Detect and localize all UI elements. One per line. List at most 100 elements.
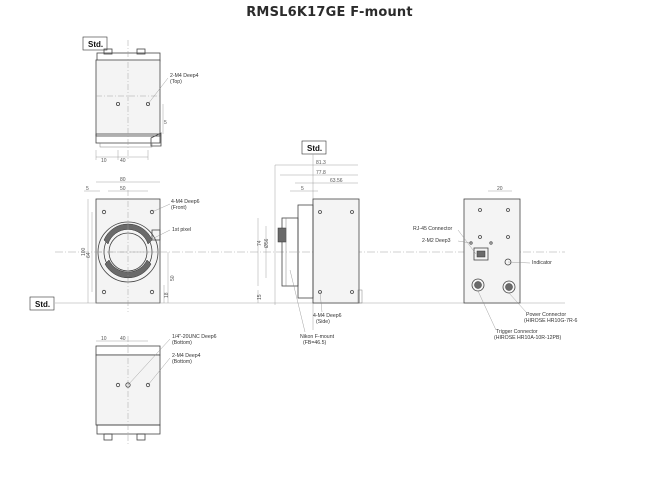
bot-connector-ridge [96,424,161,435]
std-label-top: Std. [88,40,103,49]
m2-callout: 2-M2 Deep3 [422,238,451,244]
std-box-top [82,36,108,51]
side-view: Std. 81.3 77.8 63.56 5 74 Ø56 15 4-M4 De… [257,140,363,346]
top-dim-40: 40 [120,158,126,164]
side-body [312,198,360,304]
std-label-left: Std. [35,300,50,309]
side-mount-plate [297,204,314,299]
rear-m2-hole-b [489,241,493,245]
side-lens-flange [281,217,299,287]
side-dim-778: 77.8 [316,170,326,176]
front-dim-100: 100 [81,247,87,256]
side-rear-connector [357,289,363,304]
front-bayonet-top [103,223,153,245]
side-hole-tl [318,210,322,214]
front-dim-80: 80 [120,177,126,183]
indicator-leader [507,261,531,264]
rear-view: 20 RJ-45 Connector 2-M2 Deep3 Indicator … [413,186,577,341]
side-dim-d: Ø56 [264,238,270,248]
rj45-port [473,247,489,261]
power-sub: (HIROSE HR10G-7R-6 [524,318,577,324]
bot-hole-center [125,382,131,388]
front-thread-callout: 4-M4 Deep6 [171,199,200,205]
indicator-callout: Indicator [532,260,552,266]
top-connector-b [136,48,146,55]
trigger-sub: (HIROSE HR10A-10R-12PB) [494,335,561,341]
front-dim-18: 18 [164,292,170,298]
first-pixel-callout: 1st pixel [172,227,191,233]
std-box-side [301,140,327,155]
side-dim-15: 15 [257,294,263,300]
rj45-callout: RJ-45 Connector [413,226,452,232]
power-leader [508,292,527,313]
top-flange [99,142,153,148]
front-dim-5: 5 [86,186,89,192]
bot-thread1-callout: 1/4"-20UNC Deep6 [172,334,217,340]
front-thread-leader [151,203,171,213]
mount-sub: (FB=46.5) [303,340,326,346]
rear-hole-1 [478,208,482,212]
std-box-left [29,296,55,311]
rear-hole-3 [478,235,482,239]
top-connector-a [103,48,113,55]
front-dim-64: 64 [86,252,92,258]
bot-thread1-sub: (Bottom) [172,340,192,346]
front-hole-br [149,289,155,295]
side-lock-lever [277,227,287,243]
top-thread-callout: 2-M4 Deep4 [170,73,199,79]
side-dim-6356: 63.56 [330,178,343,184]
rj45-socket [476,250,486,258]
trigger-callout: Trigger Connector [496,329,538,335]
top-leader [147,77,169,105]
m2-leader [457,240,472,244]
front-dim-50: 50 [120,186,126,192]
front-bayonet-bottom [104,259,152,279]
top-thread-sub: (Top) [170,79,182,85]
front-view: 80 50 5 4-M4 Deep6 (Front) 1st pixel 100… [81,177,200,312]
side-hole-tr [350,210,354,214]
top-mount-tab [150,132,162,147]
side-mount-leader [289,269,306,333]
side-dim-5: 5 [301,186,304,192]
front-thread-sub: (Front) [171,205,187,211]
top-view: Std. 2-M4 Deep4 (Top) 10 40 5 [82,36,199,164]
bot-thread2-callout: 2-M4 Deep4 [172,353,201,359]
front-hole-tl [101,209,107,215]
rear-dim-20: 20 [497,186,503,192]
power-connector-pins [505,283,513,291]
top-hole-left [116,102,121,107]
front-hole-tr [149,209,155,215]
bot-connector-b [136,433,146,441]
side-thread-callout: 4-M4 Deep6 [313,313,342,319]
bot-hole-left [115,382,121,388]
top-dim-5: 5 [164,120,167,126]
power-callout: Power Connector [526,312,566,318]
rear-hole-4 [506,235,510,239]
top-dim-10: 10 [101,158,107,164]
trigger-leader [477,290,497,331]
side-dim-813: 81.3 [316,160,326,166]
page-title: RMSL6K17GE F-mount [246,5,413,20]
front-dim-50v: 50 [170,275,176,281]
trigger-connector-pins [474,281,482,289]
bot-connector-a [103,433,113,441]
front-hole-bl [101,289,107,295]
bot-thread2-sub: (Bottom) [172,359,192,365]
first-pixel-leader [149,229,171,241]
rj45-leader [457,229,477,255]
bot-leader-1 [127,338,171,386]
mount-callout: Nikon F-mount [300,334,335,340]
rear-hole-2 [506,208,510,212]
side-dim-74: 74 [257,240,263,246]
top-hole-right [145,102,150,107]
side-hole-br [350,290,354,294]
std-label-side: Std. [307,144,322,153]
side-thread-leader [319,291,323,313]
bot-dim-10: 10 [101,336,107,342]
bot-leader-2 [147,357,171,386]
side-thread-sub: (Side) [316,319,330,325]
bot-dim-40: 40 [120,336,126,342]
bot-hole-right [145,382,151,388]
bottom-view: 10 40 1/4"-20UNC Deep6 (Bottom) 2-M4 Dee… [95,334,217,445]
